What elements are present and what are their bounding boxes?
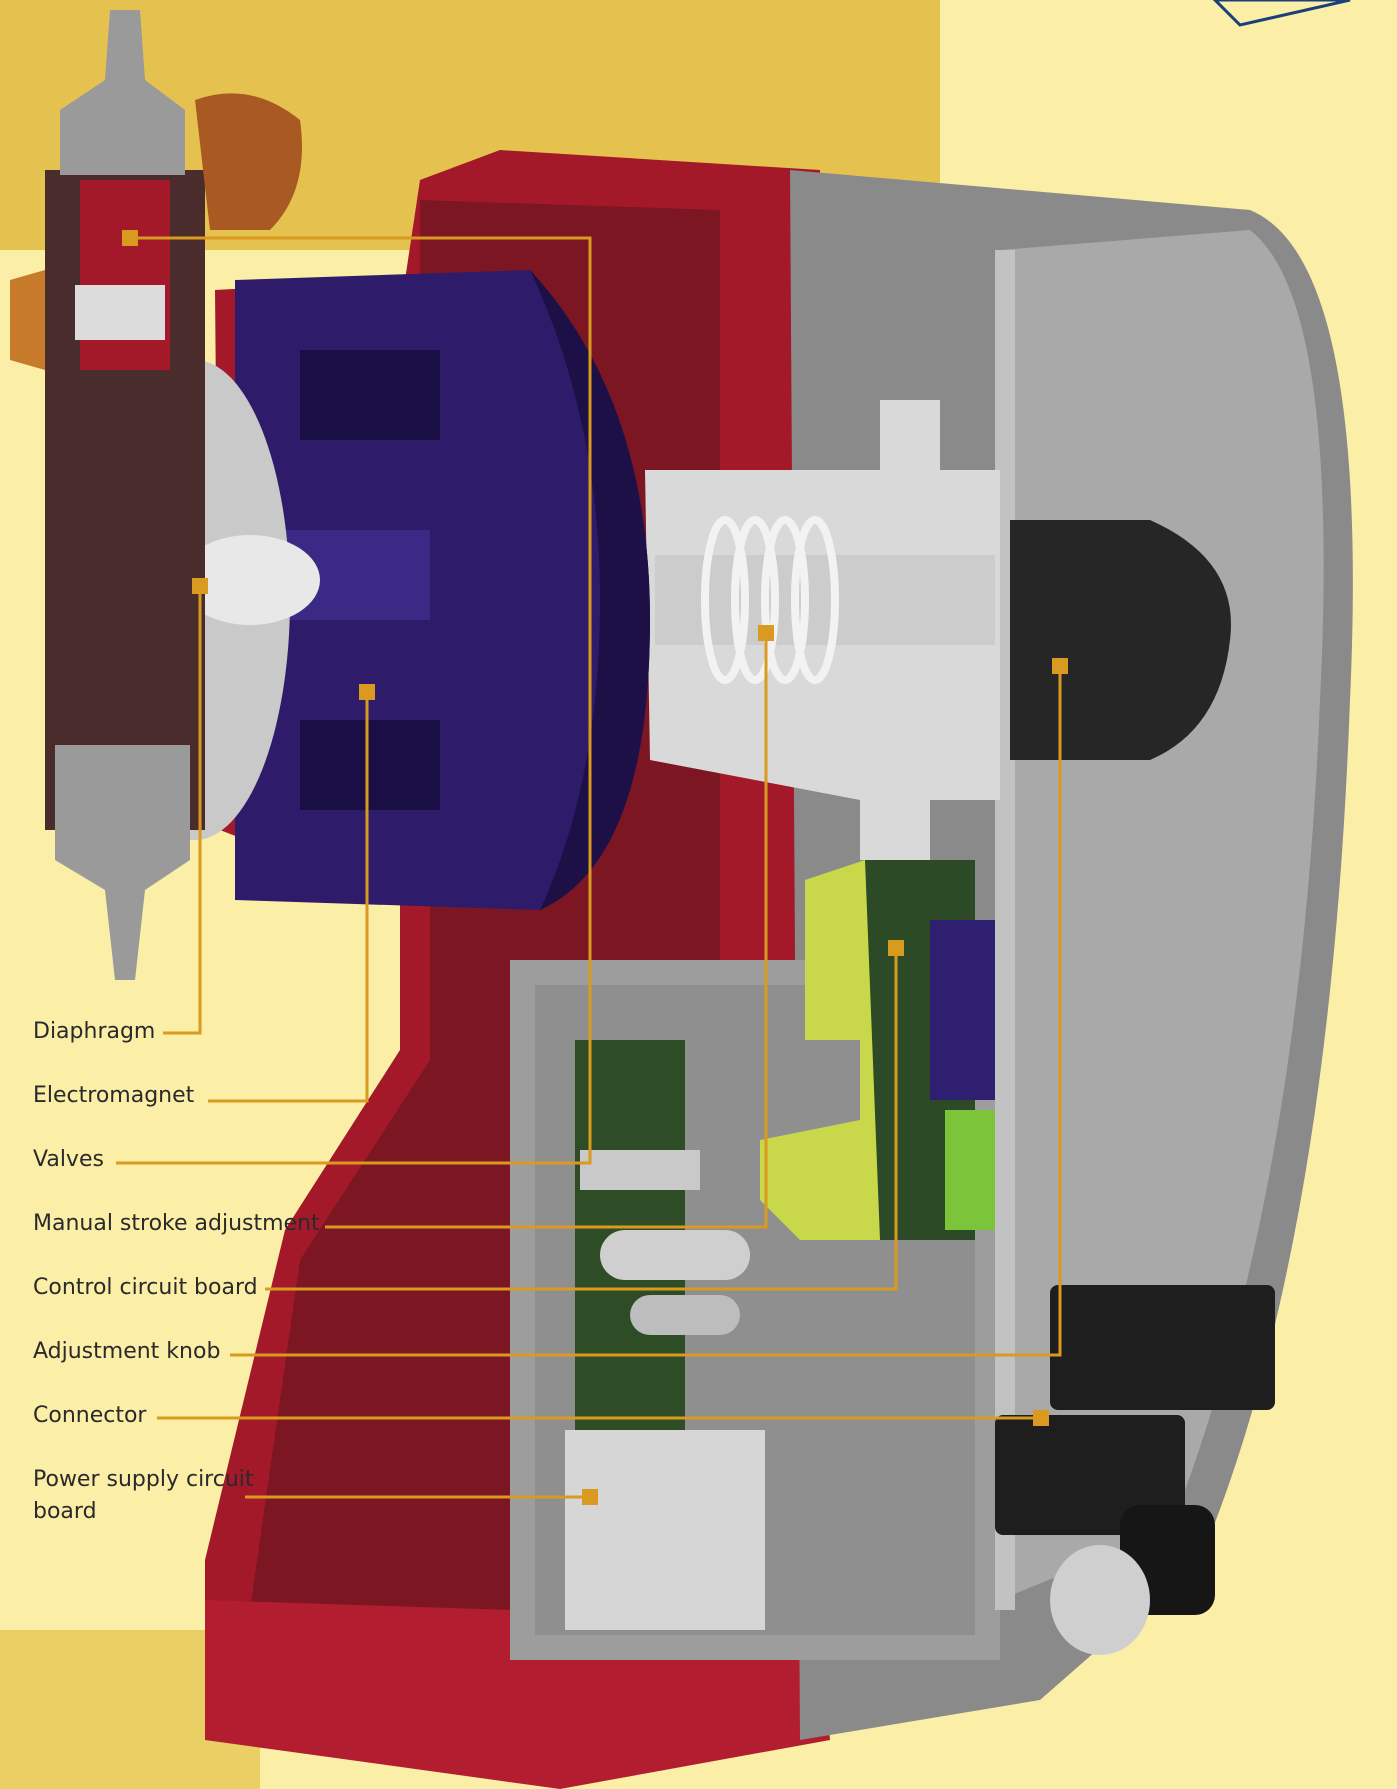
connector-port bbox=[1050, 1545, 1150, 1655]
label-valves: Valves bbox=[33, 1147, 104, 1172]
marker-connector bbox=[1033, 1410, 1049, 1426]
leader-lines bbox=[116, 236, 1062, 1499]
leader-adjustment-knob bbox=[230, 666, 1062, 1357]
outlet-fitting bbox=[55, 745, 190, 980]
leader-manual-stroke bbox=[325, 633, 768, 1229]
diaphragm-plunger bbox=[180, 535, 320, 625]
leader-electromagnet bbox=[208, 692, 369, 1103]
logo-fragment bbox=[1212, 0, 1351, 27]
inlet-fitting bbox=[60, 10, 185, 175]
connector-upper bbox=[1050, 1285, 1275, 1410]
board-tab bbox=[580, 1150, 700, 1190]
marker-electromagnet bbox=[359, 684, 375, 700]
label-diaphragm: Diaphragm bbox=[33, 1019, 156, 1044]
control-chip bbox=[930, 920, 995, 1100]
spring-coils bbox=[701, 516, 839, 684]
label-manual-stroke-adjustment: Manual stroke adjustment bbox=[33, 1211, 320, 1236]
background-corner-panel bbox=[0, 1630, 260, 1789]
marker-control-board bbox=[888, 940, 904, 956]
small-capacitor bbox=[630, 1295, 740, 1335]
bleed-valve bbox=[195, 93, 302, 230]
stroke-shaft bbox=[655, 555, 995, 645]
valve-insert bbox=[75, 285, 165, 340]
control-board-yellow bbox=[760, 860, 880, 1240]
power-supply-block bbox=[565, 1430, 765, 1630]
label-adjustment-knob: Adjustment knob bbox=[33, 1339, 221, 1364]
label-connector: Connector bbox=[33, 1403, 147, 1428]
marker-adjustment-knob bbox=[1052, 658, 1068, 674]
marker-diaphragm bbox=[192, 578, 208, 594]
leader-diaphragm bbox=[163, 585, 202, 1035]
label-electromagnet: Electromagnet bbox=[33, 1083, 195, 1108]
valve-body-upper bbox=[80, 180, 170, 370]
label-control-circuit-board: Control circuit board bbox=[33, 1275, 258, 1300]
marker-power-supply bbox=[582, 1489, 598, 1505]
marker-manual-stroke bbox=[758, 625, 774, 641]
grey-divider-wall bbox=[995, 250, 1015, 1610]
electromagnet-face bbox=[530, 270, 650, 910]
magnet-slot-upper bbox=[300, 350, 440, 440]
connector-lower bbox=[995, 1415, 1185, 1535]
leader-markers bbox=[122, 230, 1068, 1505]
leader-valves bbox=[116, 236, 592, 1165]
leader-control-board bbox=[265, 948, 898, 1291]
capacitor bbox=[600, 1230, 750, 1280]
magnet-slot-lower bbox=[300, 720, 440, 810]
marker-valves bbox=[122, 230, 138, 246]
side-fitting bbox=[10, 270, 45, 370]
green-connector bbox=[945, 1110, 995, 1230]
label-power-supply-circuit-board: Power supply circuit board bbox=[33, 1467, 254, 1524]
adjustment-knob-shape bbox=[1010, 520, 1231, 760]
